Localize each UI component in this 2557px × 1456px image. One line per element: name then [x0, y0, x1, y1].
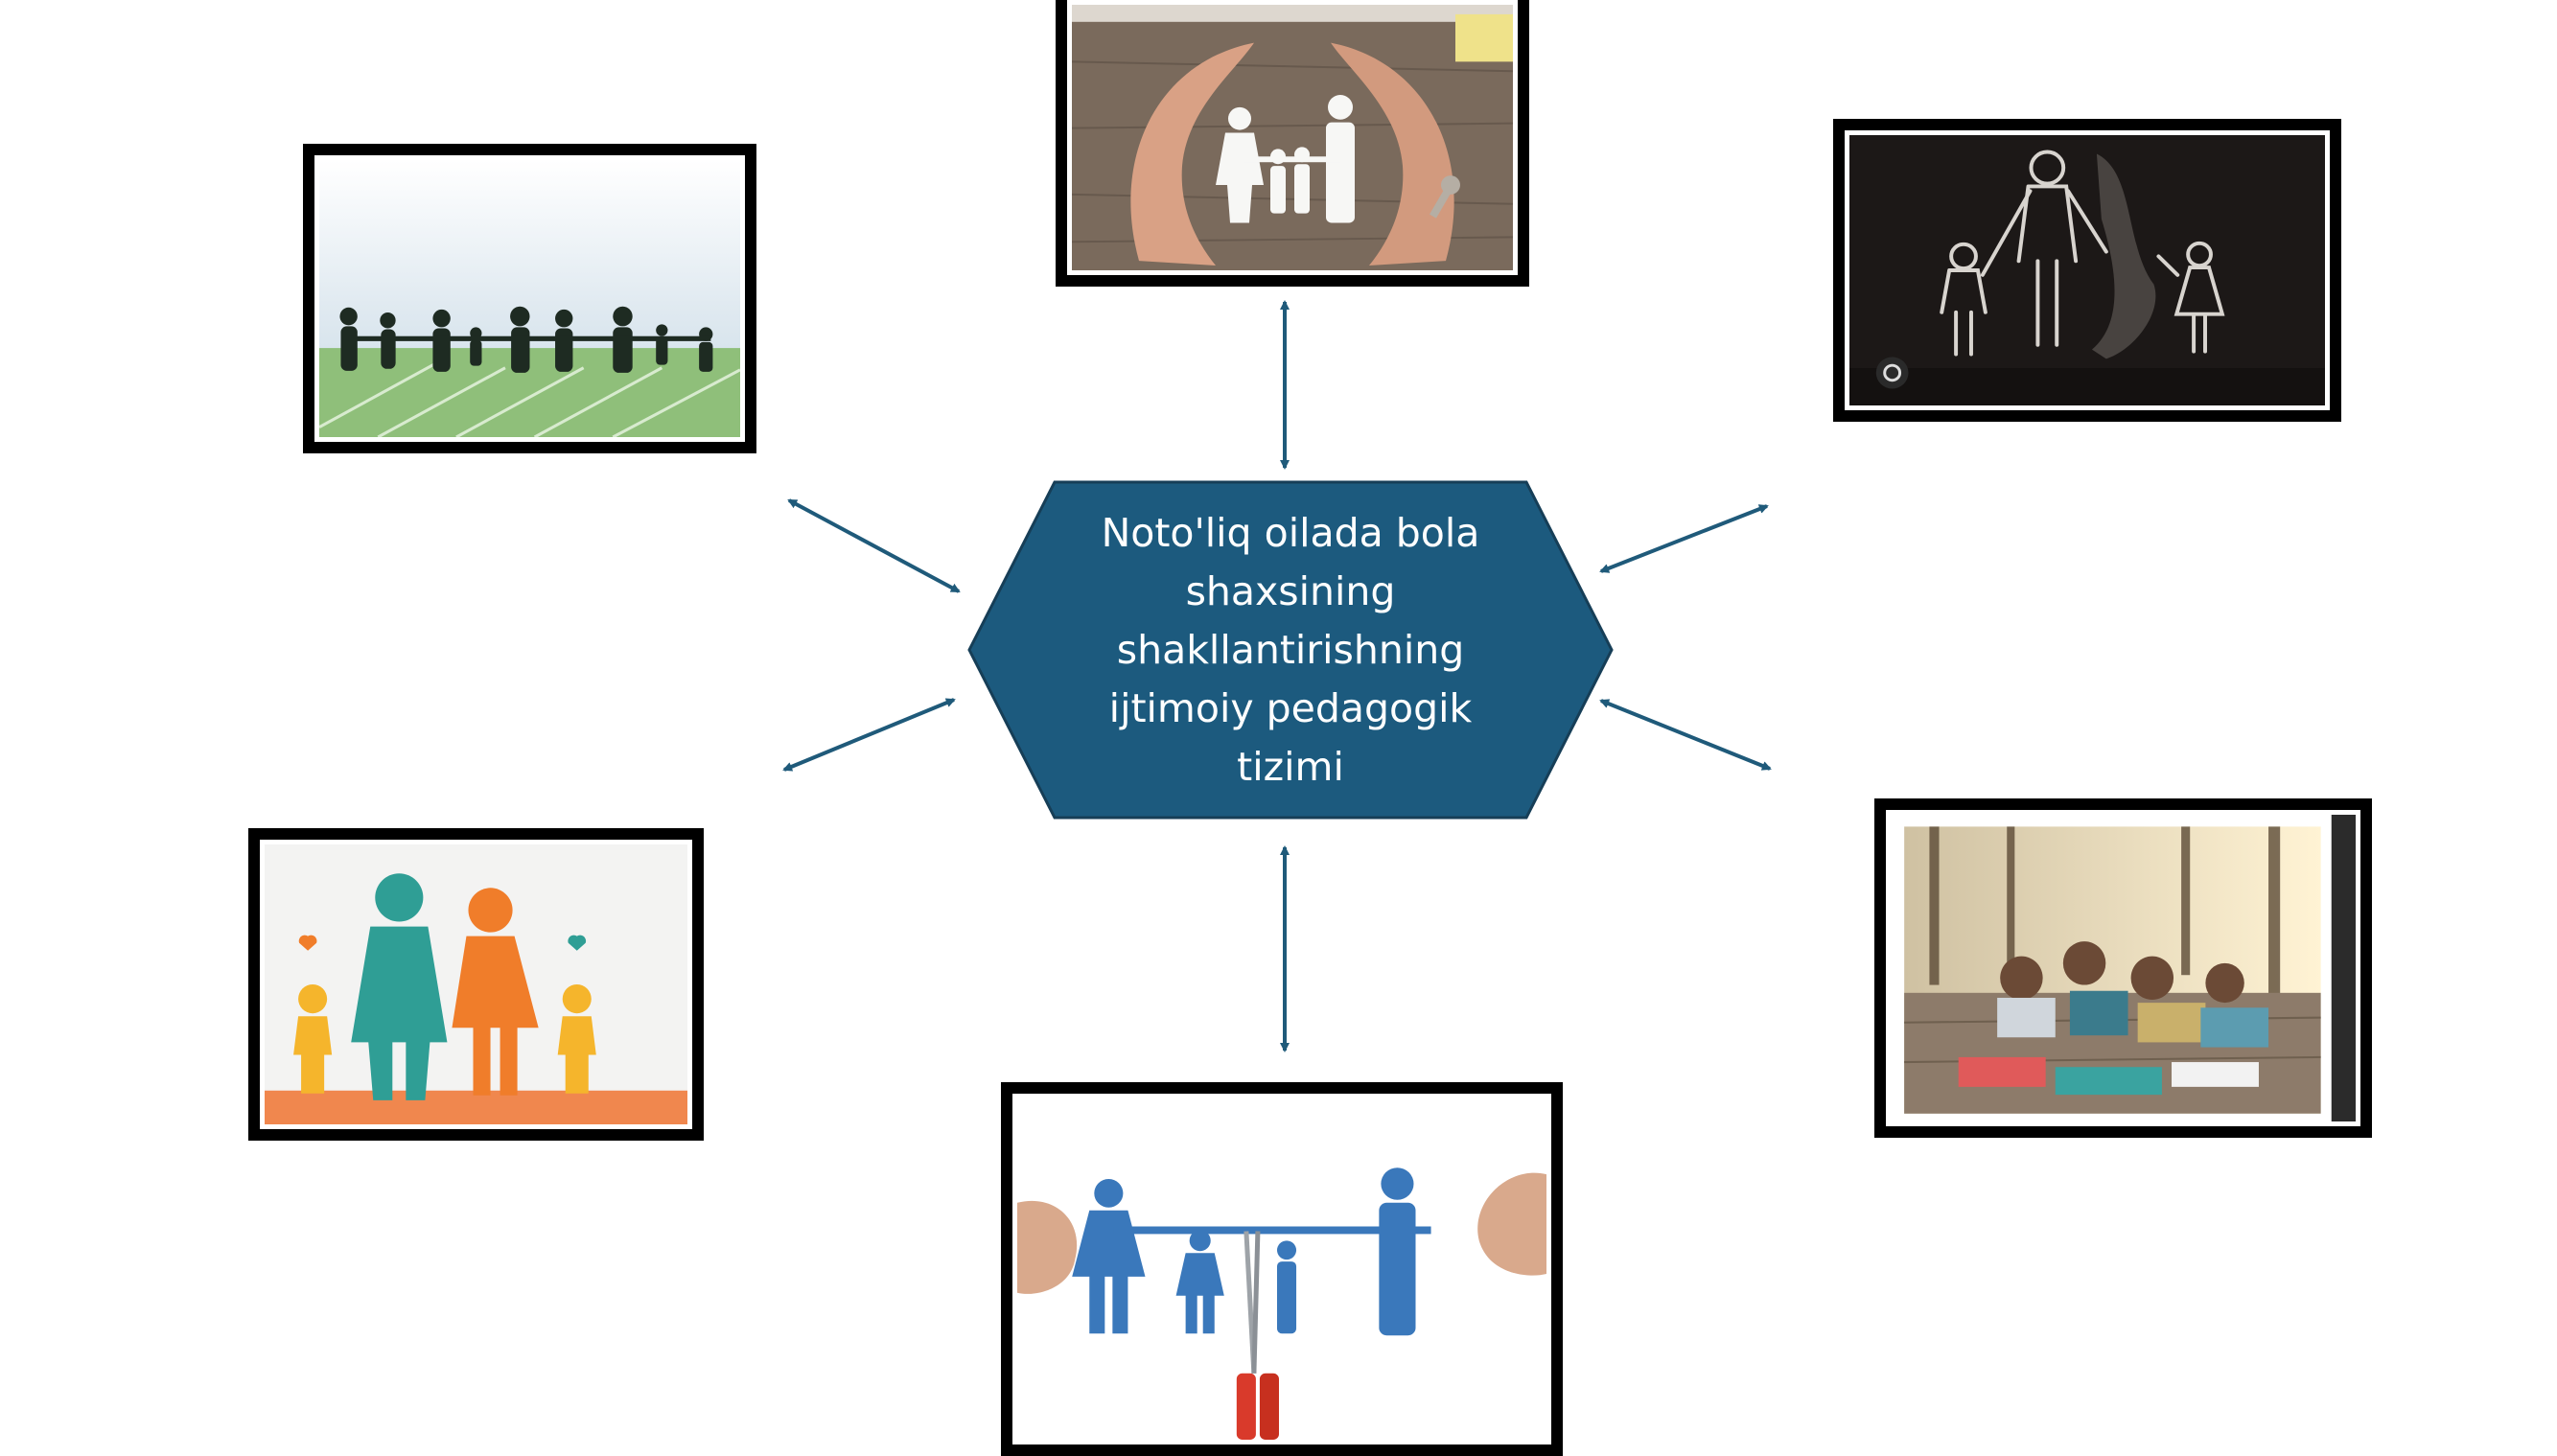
image-frame-cartoon-family [248, 828, 704, 1141]
image-frame-family-silhouettes [303, 144, 756, 453]
arrow-upper-right [1599, 504, 1769, 573]
scissors-family-icon [1017, 1098, 1546, 1440]
hub-title: Noto'liq oilada bola shaxsining shakllan… [1101, 509, 1480, 790]
image-frame-scissors-family [1001, 1082, 1563, 1456]
image-frame-family-studying [1874, 798, 2372, 1138]
image-frame-hands-family [1056, 0, 1529, 287]
cartoon-family-icon [265, 844, 687, 1124]
family-studying-icon [1891, 815, 2356, 1121]
family-silhouette-icon [319, 160, 740, 437]
image-frame-chalk-family [1833, 119, 2341, 422]
arrow-upper-left [787, 498, 961, 593]
arrow-lower-right [1599, 699, 1772, 771]
central-hexagon: Noto'liq oilada bola shaxsining shakllan… [966, 479, 1615, 820]
arrow-lower-left [782, 698, 956, 772]
hands-family-icon [1072, 5, 1513, 270]
chalk-family-icon [1849, 135, 2325, 405]
